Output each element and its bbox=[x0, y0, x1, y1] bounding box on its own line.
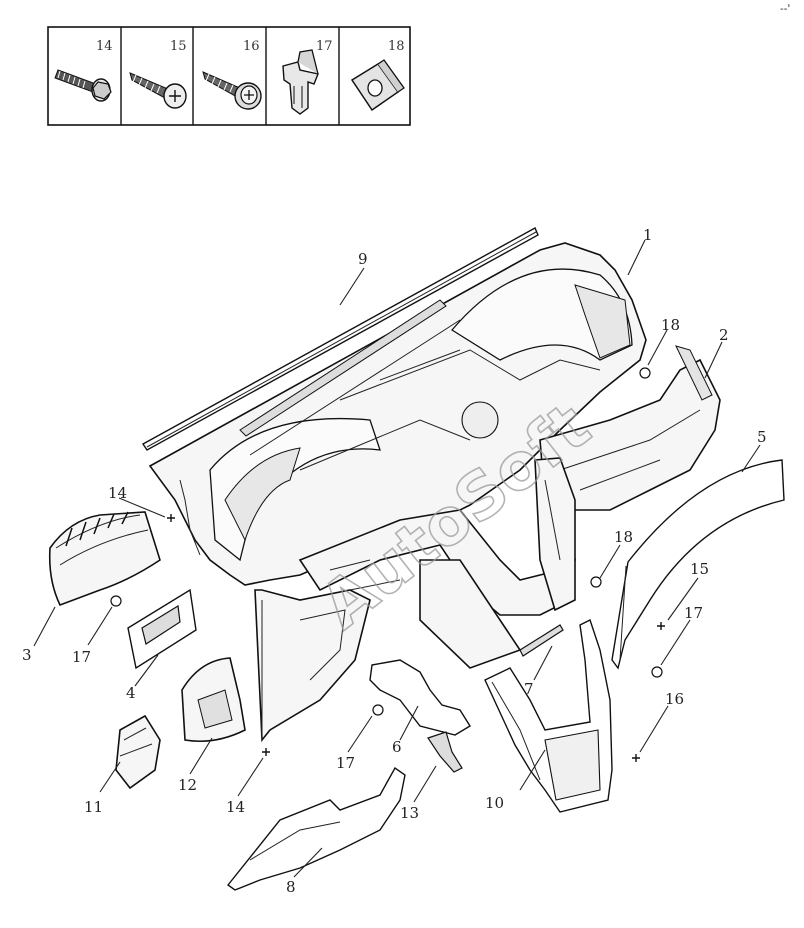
part-10-center-bezel bbox=[484, 619, 613, 813]
part-11-switch-module bbox=[115, 714, 161, 790]
legend-number-16: 16 bbox=[243, 39, 260, 54]
fastener-markers bbox=[110, 367, 665, 762]
callout-6: 6 bbox=[392, 738, 402, 756]
callout-9: 9 bbox=[358, 250, 368, 268]
part-6-center-trim bbox=[369, 659, 471, 736]
callout-12: 12 bbox=[178, 776, 197, 794]
callout-3: 3 bbox=[22, 646, 32, 664]
callout-4: 4 bbox=[126, 684, 136, 702]
callout-7: 7 bbox=[524, 680, 534, 698]
legend-number-17: 17 bbox=[316, 39, 333, 54]
part-2-lower-frame bbox=[539, 345, 721, 511]
callout-17-left: 17 bbox=[72, 648, 91, 666]
callout-labels: 1 2 3 4 5 6 7 8 9 10 11 12 13 14 14 15 1… bbox=[22, 226, 767, 896]
callout-18-center: 18 bbox=[614, 528, 633, 546]
callout-14-bottom: 14 bbox=[226, 798, 245, 816]
bolt-with-washer-icon bbox=[54, 69, 112, 102]
callout-17-right-a: 17 bbox=[684, 604, 703, 622]
callout-18-top: 18 bbox=[661, 316, 680, 334]
legend-number-18: 18 bbox=[388, 39, 405, 54]
part-8-lower-cover bbox=[226, 766, 406, 891]
callout-14-top: 14 bbox=[108, 484, 127, 502]
spring-nut-icon bbox=[350, 59, 405, 112]
part-9-defroster-strip bbox=[141, 227, 539, 451]
callout-5: 5 bbox=[757, 428, 767, 446]
center-support-structure bbox=[298, 457, 577, 669]
part-4-switch-bezel bbox=[127, 588, 197, 670]
callout-11: 11 bbox=[84, 798, 103, 816]
callout-17-center: 17 bbox=[336, 754, 355, 772]
callout-2: 2 bbox=[719, 326, 729, 344]
legend-number-14: 14 bbox=[96, 39, 113, 54]
flange-screw-icon bbox=[202, 71, 262, 110]
part-5-right-trim bbox=[611, 459, 785, 670]
left-side-lower-panel bbox=[254, 589, 371, 743]
callout-13: 13 bbox=[400, 804, 419, 822]
callout-8: 8 bbox=[286, 878, 296, 896]
corner-mark: --' bbox=[780, 2, 790, 15]
tapping-screw-icon bbox=[129, 72, 187, 109]
part-1-instrument-panel bbox=[148, 242, 647, 586]
part-7-clip-strip bbox=[519, 624, 564, 657]
hardware-legend: 14 15 16 17 18 bbox=[47, 26, 411, 126]
callout-15: 15 bbox=[690, 560, 709, 578]
part-13-small-bracket bbox=[427, 731, 463, 773]
callout-1: 1 bbox=[643, 226, 653, 244]
callout-16: 16 bbox=[665, 690, 684, 708]
part-12-bracket bbox=[181, 657, 246, 743]
leader-lines bbox=[33, 239, 761, 878]
legend-number-15: 15 bbox=[170, 39, 187, 54]
push-clip-icon bbox=[282, 49, 319, 115]
callout-10: 10 bbox=[485, 794, 504, 812]
part-3-left-vent bbox=[48, 511, 161, 607]
